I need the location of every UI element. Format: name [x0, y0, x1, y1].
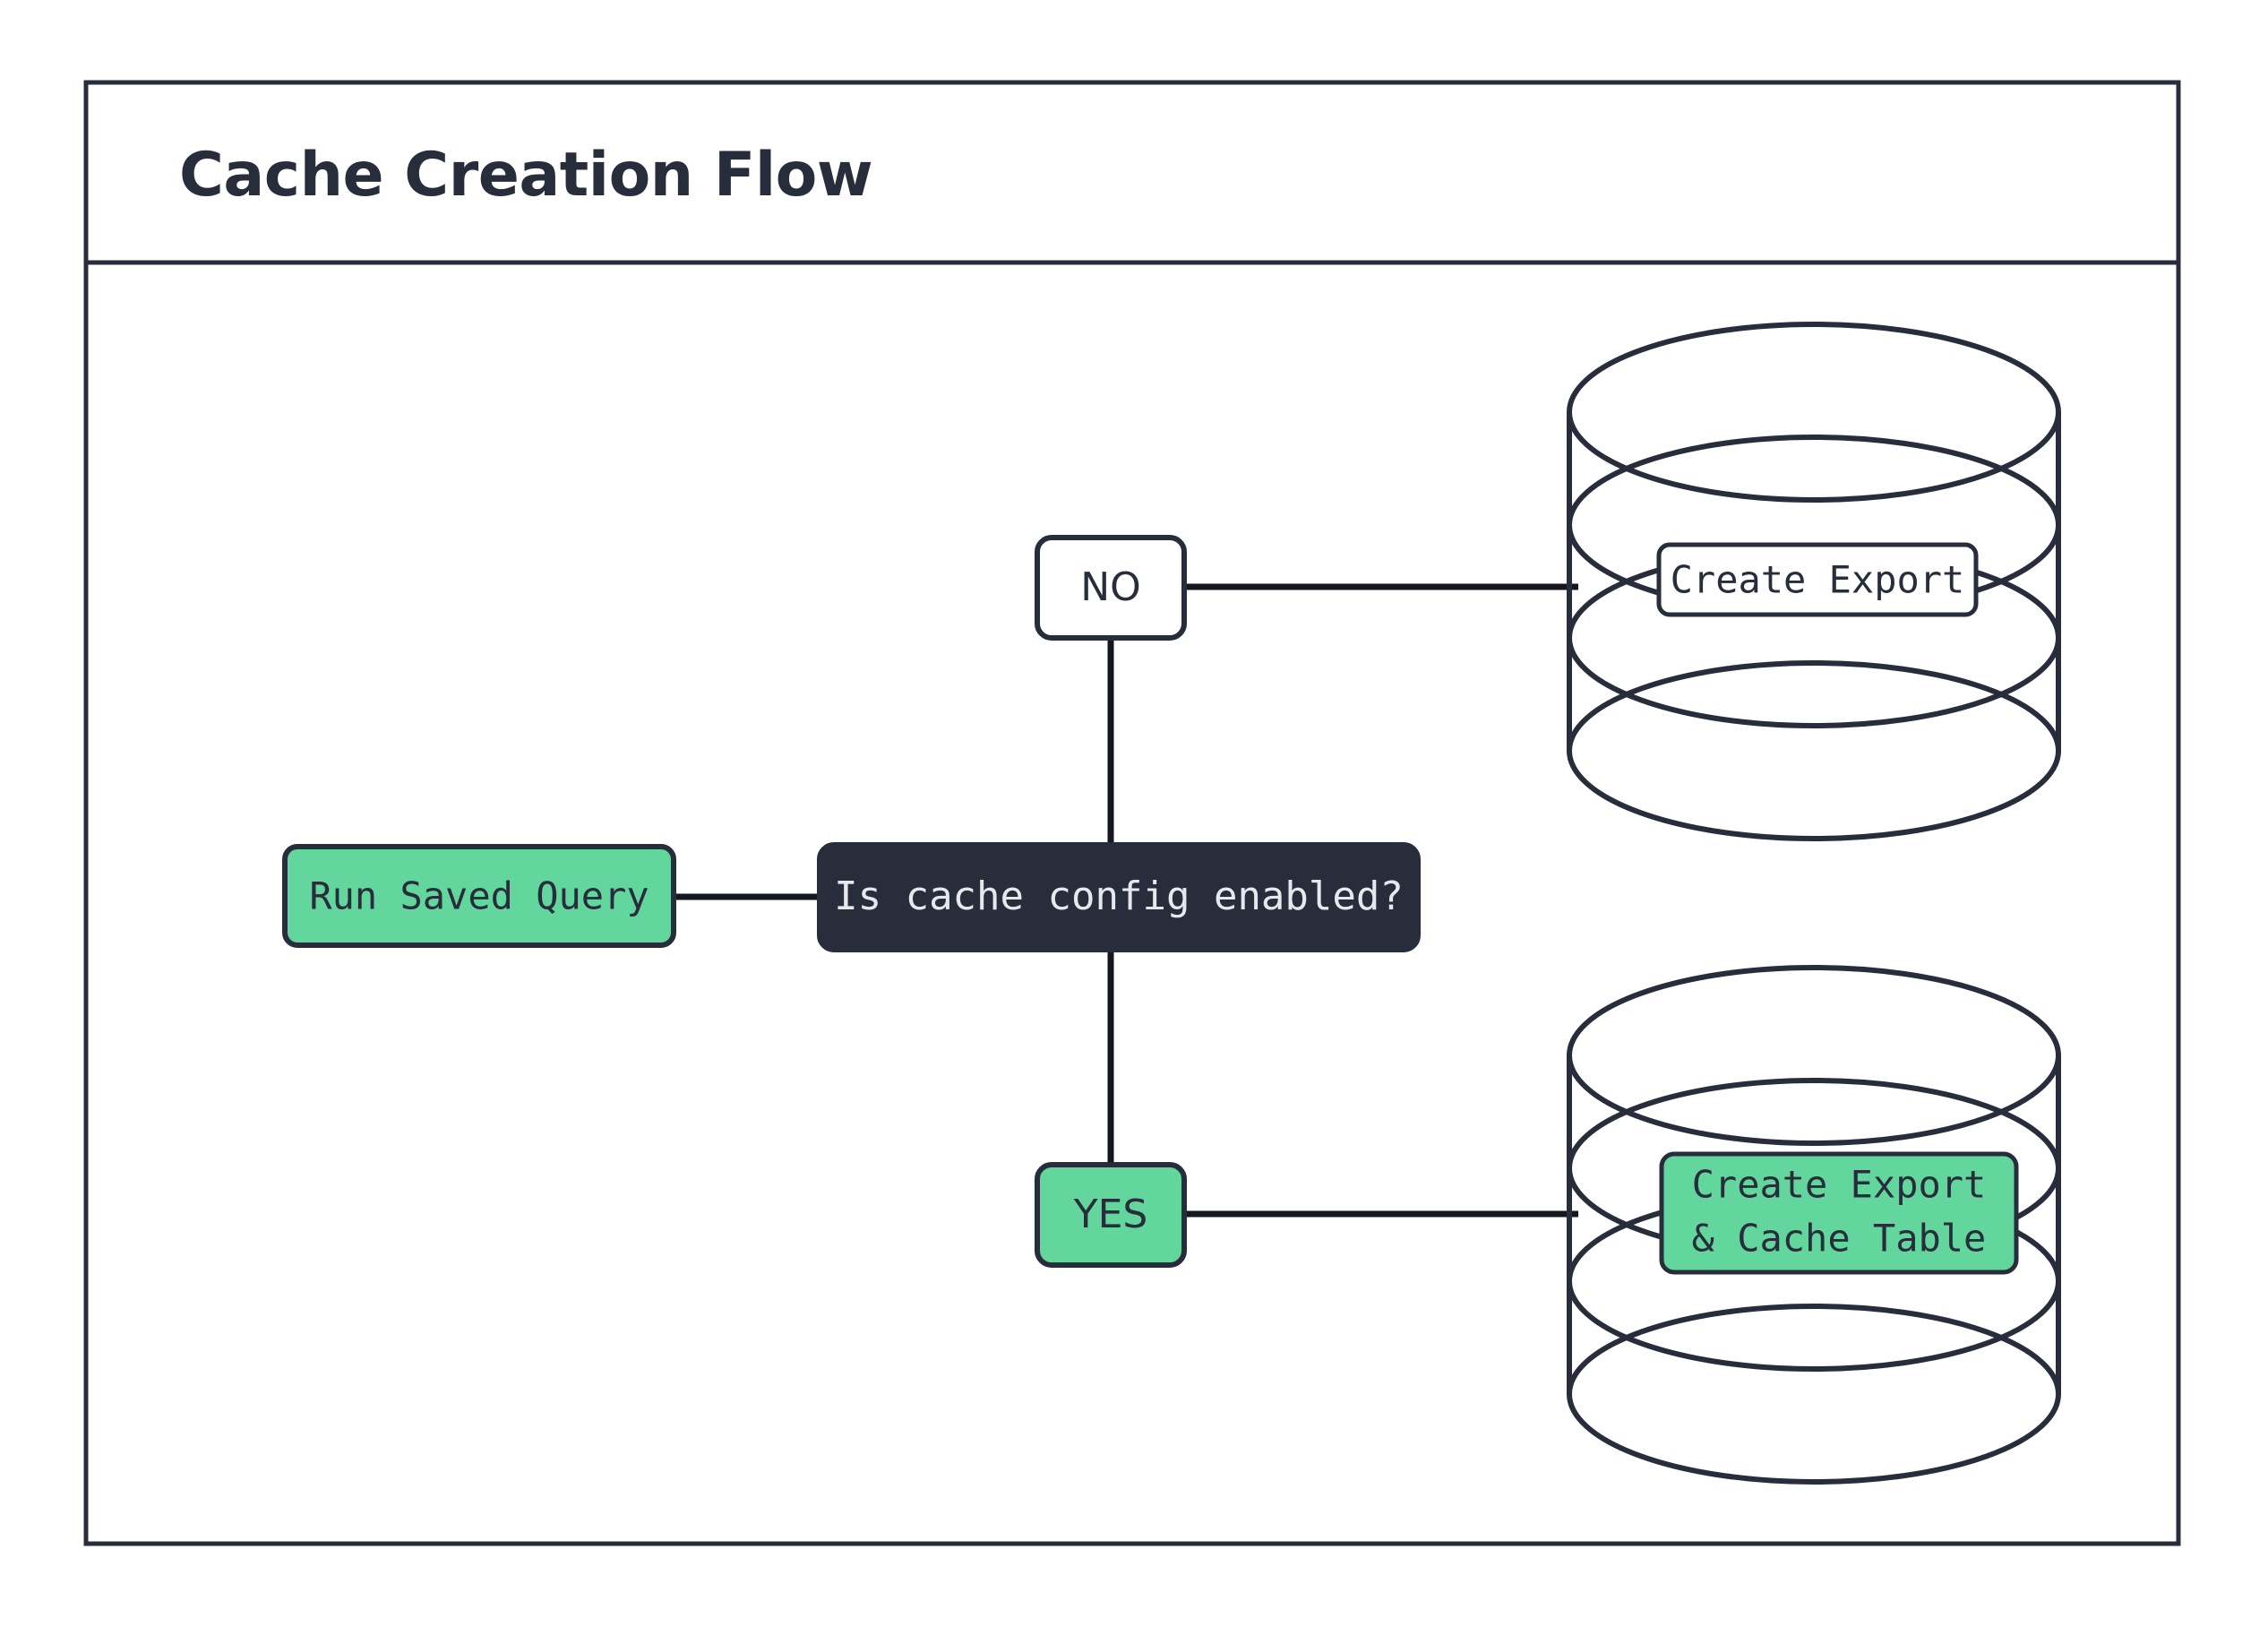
db-bottom-ellipse-4: [1567, 1304, 2061, 1485]
db-bottom-label-line2: & Cache Table: [1692, 1217, 1987, 1261]
node-run-saved-query[interactable]: Run Saved Query: [282, 844, 676, 948]
node-branch-yes[interactable]: YES: [1035, 1162, 1187, 1268]
db-top-ellipse-4: [1567, 660, 2061, 841]
branch-no-box[interactable]: [1035, 535, 1187, 641]
run-saved-query-label: Run Saved Query: [309, 874, 649, 918]
branch-yes-box[interactable]: [1035, 1162, 1187, 1268]
decision-box[interactable]: [817, 842, 1421, 952]
branch-no-label: NO: [1080, 564, 1141, 610]
db-cylinder-top: Create Export: [1567, 322, 2061, 841]
node-decision[interactable]: Is cache config enabled?: [817, 842, 1421, 952]
db-bottom-label-line1: Create Export: [1692, 1163, 1987, 1207]
node-branch-no[interactable]: NO: [1035, 535, 1187, 641]
db-top-label-plate: [1656, 542, 1979, 617]
run-saved-query-box[interactable]: [282, 844, 676, 948]
db-top-ellipse-1: [1567, 322, 2061, 503]
page-title: Cache Creation Flow: [179, 140, 872, 211]
db-bottom-ellipse-1: [1567, 965, 2061, 1146]
db-top-label: Create Export: [1671, 558, 1965, 602]
decision-label: Is cache config enabled?: [834, 874, 1404, 919]
db-bottom-label-plate: [1659, 1151, 2019, 1275]
db-cylinder-bottom: Create Export & Cache Table: [1567, 965, 2061, 1485]
branch-yes-label: YES: [1073, 1192, 1148, 1237]
